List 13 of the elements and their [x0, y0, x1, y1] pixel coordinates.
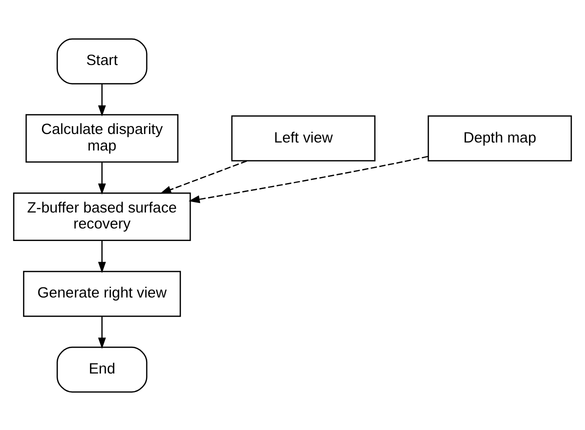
- node-box: End: [56, 346, 148, 392]
- node-box: Generate right view: [23, 270, 181, 316]
- arrow: [188, 155, 428, 203]
- arrow: [98, 162, 106, 194]
- node-box: Calculate disparity map: [26, 114, 178, 162]
- node-box: Depth map: [428, 114, 572, 161]
- arrow: [160, 160, 247, 194]
- node-box: Left view: [231, 114, 376, 161]
- arrow: [98, 83, 106, 116]
- node-box: Z-buffer based surface recovery: [13, 192, 191, 240]
- arrow: [98, 316, 106, 348]
- node-box: Start: [56, 38, 148, 84]
- arrow: [98, 240, 106, 273]
